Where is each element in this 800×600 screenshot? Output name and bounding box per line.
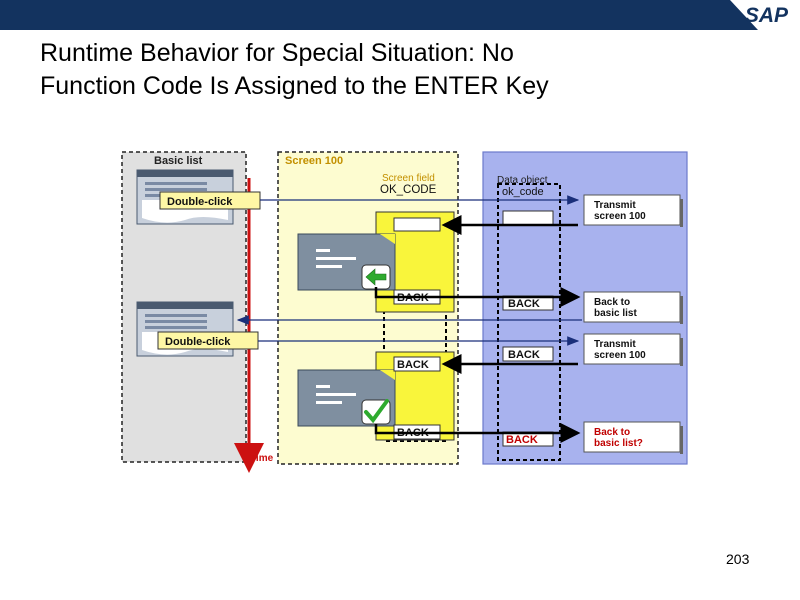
arrow-field-to-data-1 xyxy=(374,287,581,307)
result-box-3: Transmit screen 100 xyxy=(583,333,683,366)
screen-100-label: Screen 100 xyxy=(285,155,343,167)
sap-logo-text: SAP xyxy=(745,4,789,27)
ok-code-column xyxy=(497,183,561,461)
screen-field-label: Screen field xyxy=(382,173,435,184)
result-4-line-1: Back to xyxy=(594,427,630,438)
result-box-2: Back to basic list xyxy=(583,291,683,324)
result-4-line-2: basic list? xyxy=(594,438,643,449)
result-1-line-2: screen 100 xyxy=(594,211,646,222)
arrow-field-to-data-2 xyxy=(374,423,581,443)
back-field-2: BACK xyxy=(397,359,429,371)
page-title: Runtime Behavior for Special Situation: … xyxy=(40,37,720,103)
sap-logo: SAP xyxy=(730,0,800,30)
ok-code-value-empty xyxy=(502,210,554,226)
double-click-2: Double-click xyxy=(165,336,231,348)
enter-arrow-icon xyxy=(361,264,391,290)
ok-code-label: OK_CODE xyxy=(380,184,437,196)
result-2-line-1: Back to xyxy=(594,297,630,308)
checkmark-icon xyxy=(361,399,391,425)
result-3-line-2: screen 100 xyxy=(594,350,646,361)
back-data-2: BACK xyxy=(508,349,540,361)
back-data-1: BACK xyxy=(508,298,540,310)
ok-code-var-label: ok_code xyxy=(502,186,544,198)
result-box-4: Back to basic list? xyxy=(583,421,683,454)
result-box-1: Transmit screen 100 xyxy=(583,194,683,227)
page-number: 203 xyxy=(726,551,750,567)
title-line-2: Function Code Is Assigned to the ENTER K… xyxy=(40,72,549,100)
back-field-box-2 xyxy=(393,356,441,372)
back-data-box-2 xyxy=(502,346,554,362)
result-3-line-1: Transmit xyxy=(594,339,636,350)
time-label: Time xyxy=(250,453,274,464)
double-click-1: Double-click xyxy=(167,196,233,208)
top-bar: SAP xyxy=(0,0,800,30)
title-line-1: Runtime Behavior for Special Situation: … xyxy=(40,39,514,67)
back-data-3: BACK xyxy=(506,434,538,446)
data-object-label: Data object xyxy=(497,175,548,186)
basic-list-label: Basic list xyxy=(154,155,203,167)
result-1-line-1: Transmit xyxy=(594,200,636,211)
result-2-line-2: basic list xyxy=(594,308,637,319)
